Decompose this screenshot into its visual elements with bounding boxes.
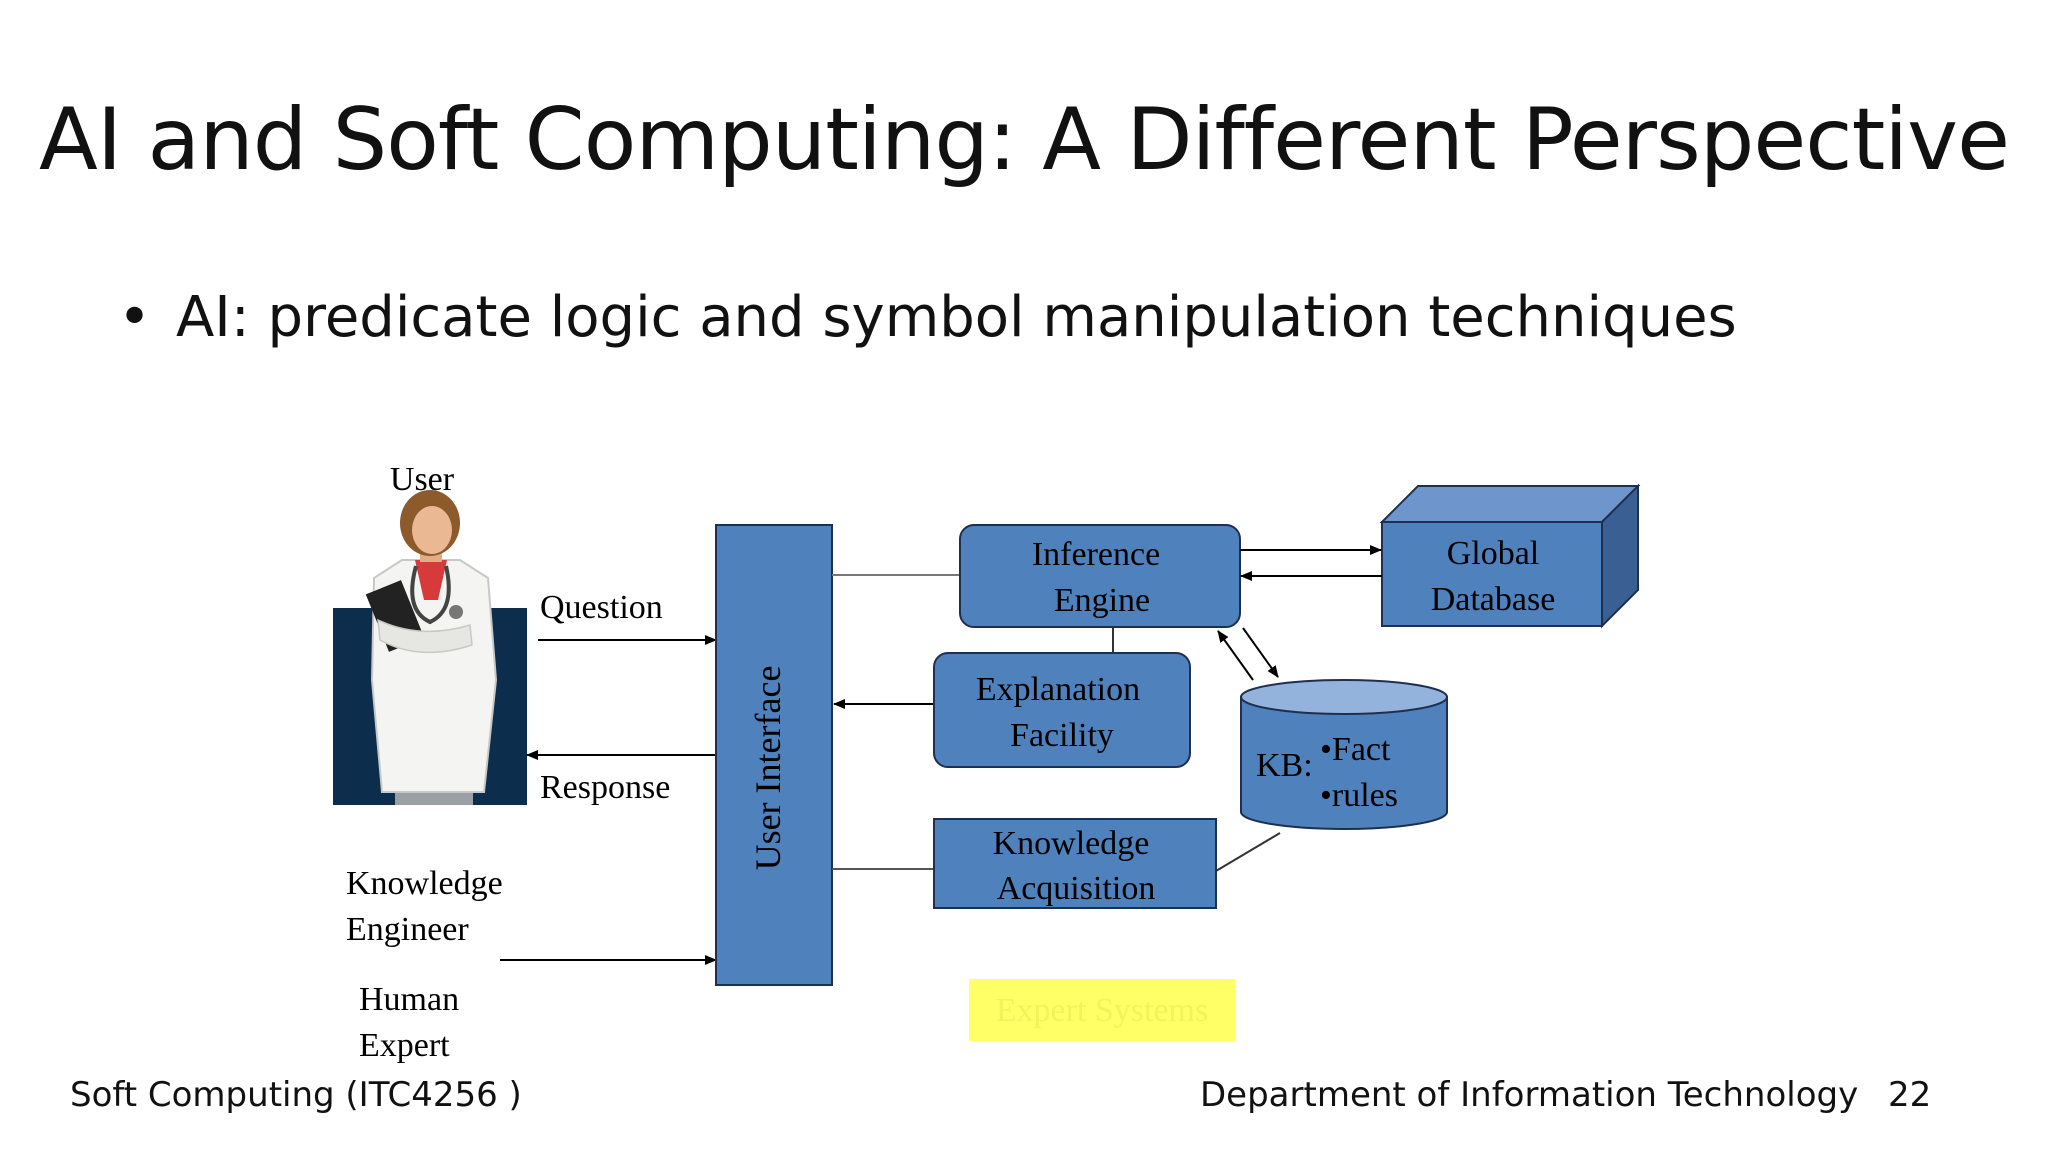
user-label: User (390, 461, 455, 498)
cube-top-face (1379, 485, 1641, 523)
kb-fact-item: •Fact (1320, 731, 1391, 768)
slide-title: AI and Soft Computing: A Different Persp… (38, 90, 2010, 190)
knowledge-acquisition-box (933, 818, 1217, 909)
knowledge-acquisition-label-line1: Knowledge (993, 825, 1150, 862)
response-label: Response (540, 769, 670, 806)
expert-systems-caption: Expert Systems (996, 992, 1208, 1029)
user-interface-label: User Interface (748, 666, 788, 871)
inference-to-kb-arrow (1242, 627, 1279, 678)
user-interface-box (715, 524, 833, 986)
cylinder-top (1240, 679, 1448, 715)
explanation-facility-box (933, 652, 1191, 768)
inference-engine-label-line2: Engine (1054, 582, 1150, 619)
knowledge-base-cylinder (1240, 679, 1448, 830)
inference-engine-label-line1: Inference (1032, 536, 1160, 573)
user-arms (377, 618, 473, 654)
cube-front-face (1381, 521, 1603, 627)
bullet-dot-icon: • (118, 285, 152, 350)
footer-course: Soft Computing (ITC4256 ) (70, 1075, 522, 1115)
kb-rules-item: •rules (1320, 777, 1398, 814)
global-database-label-line1: Global (1447, 535, 1540, 572)
caption-highlight (969, 979, 1235, 1041)
global-database-label-line2: Database (1431, 581, 1556, 618)
kb-label: KB: (1256, 747, 1313, 784)
bullet-text: AI: predicate logic and symbol manipulat… (176, 285, 1737, 350)
user-figure (333, 490, 527, 805)
human-expert-label-line2: Expert (359, 1027, 450, 1064)
footer-page-number: 22 (1888, 1075, 1932, 1115)
stethoscope-icon (410, 565, 451, 625)
knowledge-acquisition-label-line2: Acquisition (997, 870, 1156, 907)
explanation-facility-label-line2: Facility (1010, 717, 1114, 754)
human-expert-label-line1: Human (359, 981, 459, 1018)
stethoscope-chest-piece (449, 605, 463, 619)
global-database-cube (1379, 483, 1641, 629)
question-label: Question (540, 589, 663, 626)
user-shirt (415, 560, 447, 600)
knowledge-engineer-label-line2: Engineer (346, 911, 469, 948)
bullet-item: • AI: predicate logic and symbol manipula… (118, 285, 1737, 350)
footer-department: Department of Information Technology (1200, 1075, 1859, 1115)
acquisition-to-kb-line (1215, 832, 1281, 872)
cylinder-body (1240, 697, 1448, 830)
kb-to-inference-arrow (1217, 630, 1254, 681)
knowledge-engineer-label-line1: Knowledge (346, 865, 503, 902)
explanation-facility-label-line1: Explanation (976, 671, 1140, 708)
user-face (412, 506, 452, 554)
